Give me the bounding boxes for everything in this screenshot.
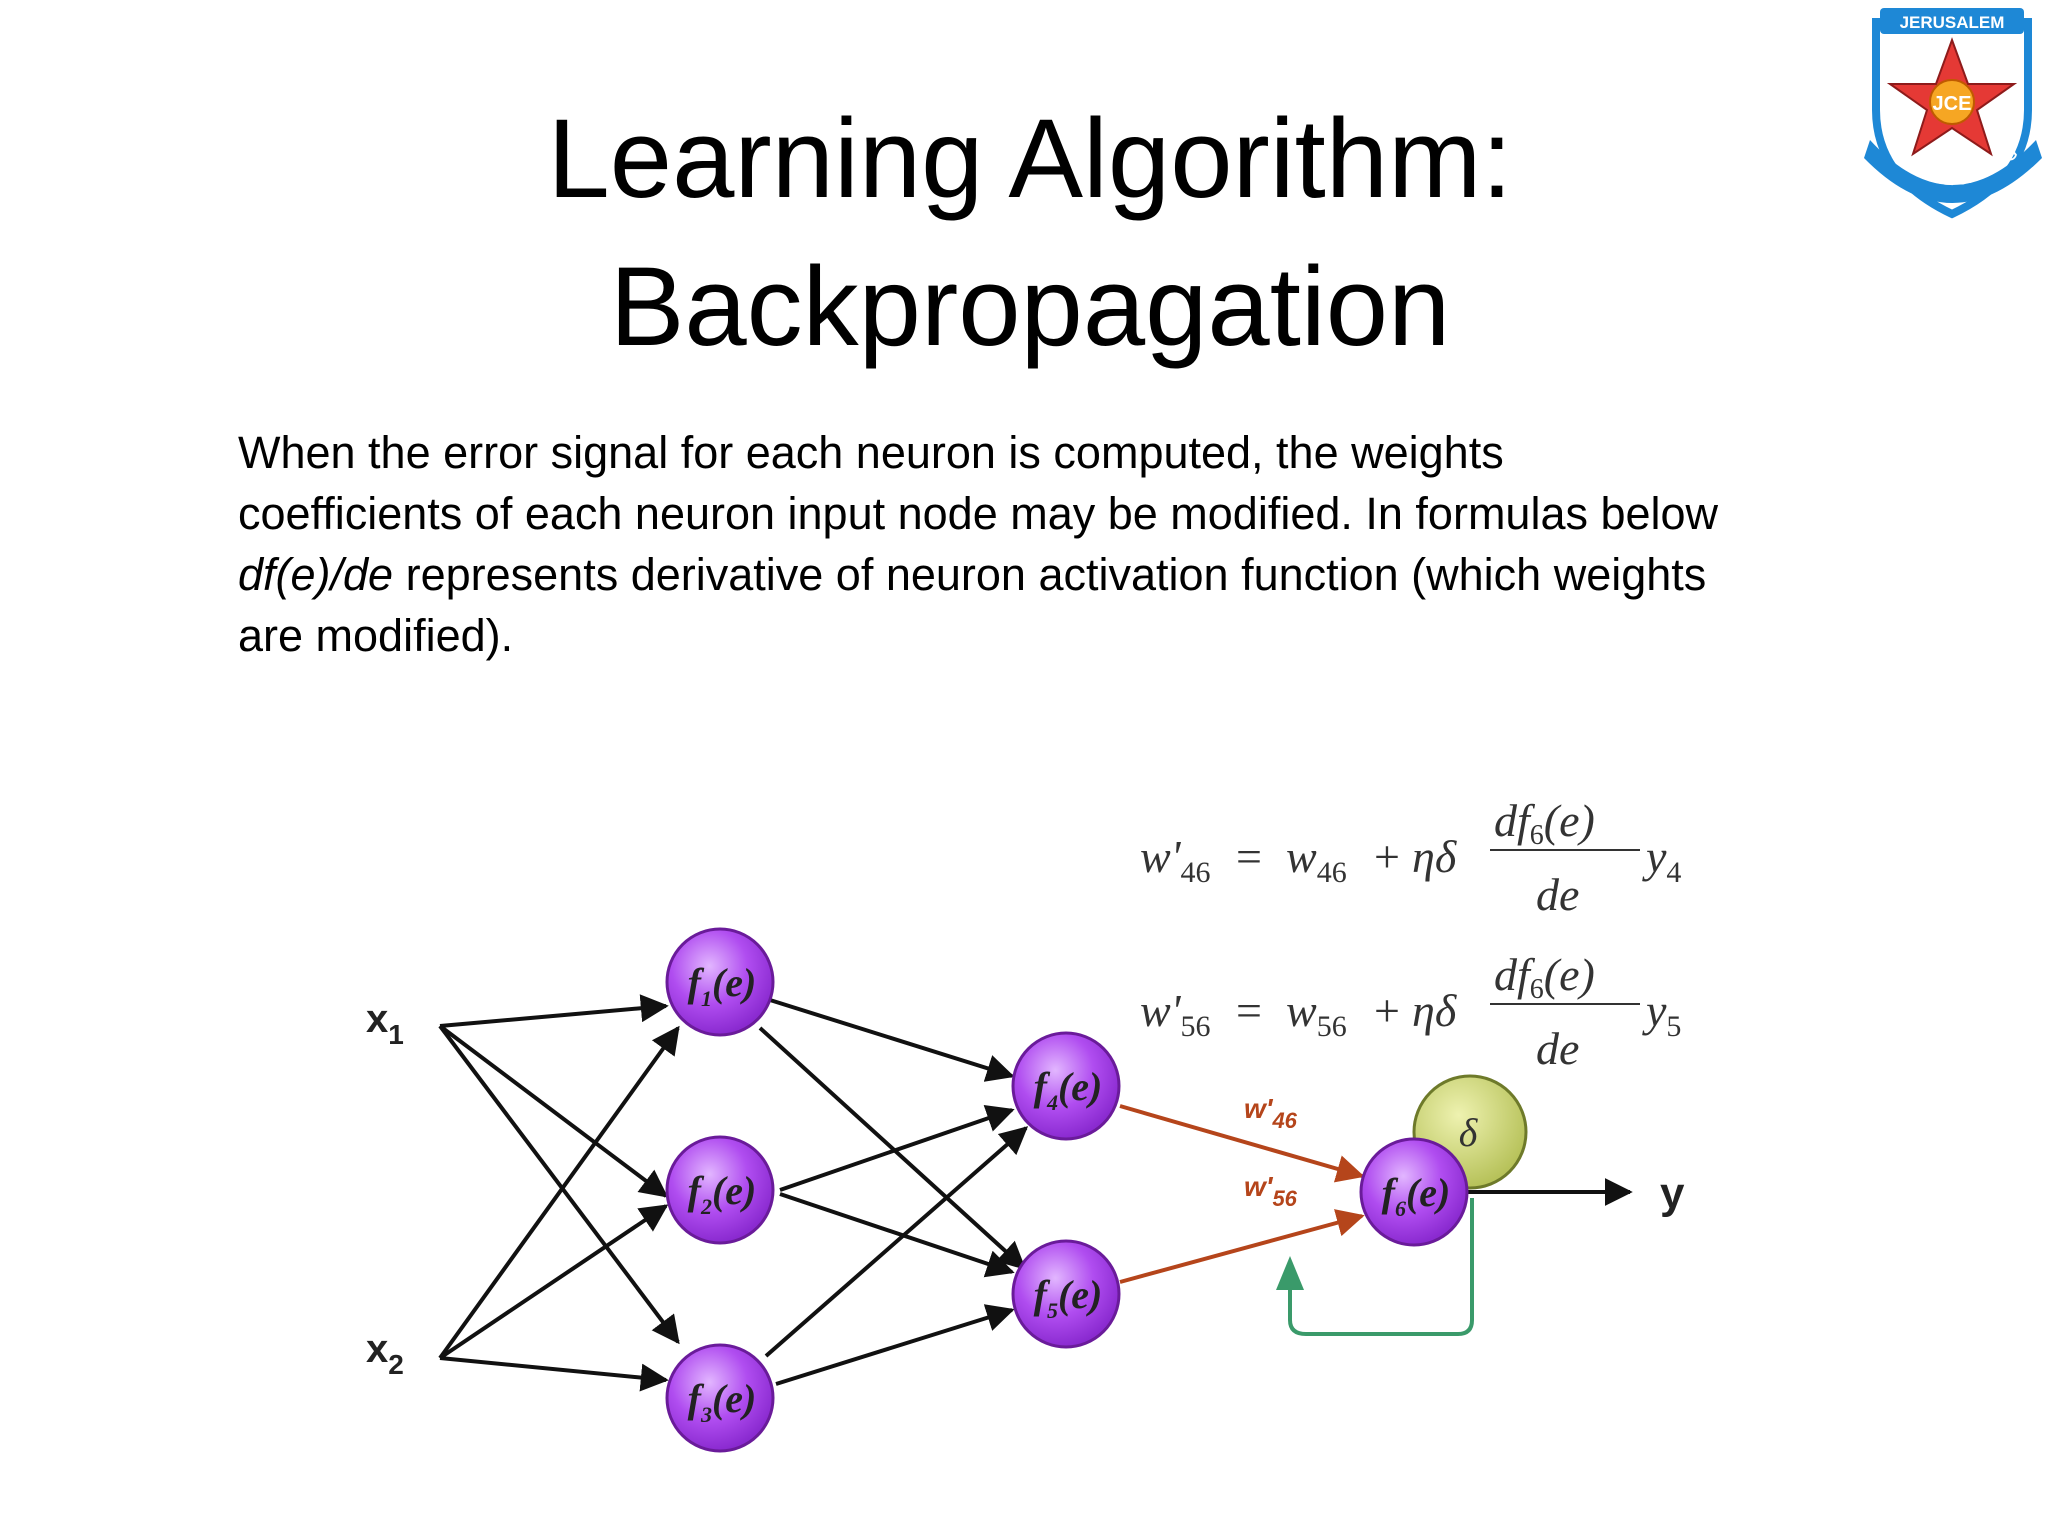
edge-x2-n2 (438, 1204, 669, 1360)
edge-x2-n1 (438, 1025, 680, 1360)
neuron-5: f5(e) (1011, 1239, 1121, 1349)
formula-w56-lhs: w'56 (1140, 985, 1211, 1043)
backprop-diagram: w'46 = w46 + ηδ df6(e) de y4 w'56 = w56 … (366, 795, 1685, 1453)
input-x2-label: x2 (366, 1327, 404, 1380)
formula-w46-rhs: w46 (1286, 831, 1347, 889)
formula-w46-eq: = (1236, 831, 1262, 882)
neuron-6-label: f6(e) (1382, 1170, 1451, 1221)
edge-n4-n6-w46 (1119, 1104, 1365, 1183)
formula-w56-plus: + (1374, 985, 1400, 1036)
edge-n2-n5 (779, 1192, 1015, 1278)
neuron-4: f4(e) (1011, 1031, 1121, 1141)
input-x1-label: x1 (366, 997, 404, 1050)
neuron-4-label: f4(e) (1034, 1064, 1103, 1115)
logo-center-text: JCE (1933, 93, 1972, 115)
edge-x1-n1 (439, 994, 669, 1028)
edge-n1-n5 (758, 1026, 1027, 1270)
neuron-1: f1(e) (665, 927, 775, 1037)
body-text-italic-derivative: df(e)/de (238, 549, 394, 600)
formula-w46-y: y4 (1642, 831, 1681, 889)
formula-w56-rhs: w56 (1286, 985, 1347, 1043)
delta-symbol: δ (1459, 1110, 1479, 1155)
body-text-part-2: represents derivative of neuron activati… (238, 549, 1707, 661)
formula-w56-eq: = (1236, 985, 1262, 1036)
body-text-part-1: When the error signal for each neuron is… (238, 427, 1719, 539)
formula-w56-denominator: de (1536, 1023, 1579, 1074)
neuron-3-label: f3(e) (688, 1376, 757, 1427)
edge-x1-n2 (438, 1024, 669, 1198)
formula-w56: w'56 = w56 + ηδ df6(e) de y5 (1140, 949, 1681, 1074)
edge-n5-n6-w56 (1119, 1209, 1365, 1284)
output-y-label: y (1660, 1169, 1685, 1218)
edge-n1-n4 (769, 998, 1015, 1082)
edge-x2-n3 (439, 1356, 669, 1392)
edge-x1-n3 (438, 1024, 680, 1345)
formula-w56-eta-delta: ηδ (1412, 985, 1457, 1036)
neuron-6: f6(e) (1359, 1137, 1469, 1247)
logo-top-banner (1880, 8, 2024, 34)
formula-w46-lhs: w'46 (1140, 831, 1211, 889)
weight-label-w56: w'56 (1244, 1171, 1298, 1211)
formula-w46-numerator: df6(e) (1494, 795, 1595, 851)
neuron-1-label: f1(e) (688, 960, 757, 1011)
title-line-2: Backpropagation (609, 244, 1451, 369)
formula-w46-plus: + (1374, 831, 1400, 882)
neuron-2: f2(e) (665, 1135, 775, 1245)
edge-n3-n4 (764, 1126, 1029, 1358)
logo-bottom-ribbon (1864, 140, 2042, 203)
formula-w46: w'46 = w46 + ηδ df6(e) de y4 (1140, 795, 1681, 920)
formula-w56-numerator: df6(e) (1494, 949, 1595, 1005)
feedback-path (1288, 1198, 1474, 1336)
feedback-arrowhead (1276, 1256, 1304, 1290)
neuron-2-label: f2(e) (688, 1168, 757, 1219)
formula-w46-denominator: de (1536, 869, 1579, 920)
neuron-5-label: f5(e) (1034, 1272, 1103, 1323)
slide-title: Learning Algorithm: Backpropagation (440, 85, 1620, 381)
logo-center-circle (1929, 79, 1975, 125)
formula-w46-eta-delta: ηδ (1412, 831, 1457, 882)
formula-w56-y: y5 (1642, 985, 1681, 1043)
logo-top-text: JERUSALEM (1900, 13, 2005, 32)
college-logo: JERUSALEM JCE COLLEGE OF ENGG (1864, 8, 2042, 219)
title-line-1: Learning Algorithm: (547, 96, 1513, 221)
weight-label-w46: w'46 (1244, 1093, 1298, 1133)
neuron-3: f3(e) (665, 1343, 775, 1453)
edge-n3-n5 (775, 1304, 1015, 1386)
edge-n2-n4 (779, 1104, 1015, 1192)
body-paragraph: When the error signal for each neuron is… (238, 422, 1738, 666)
